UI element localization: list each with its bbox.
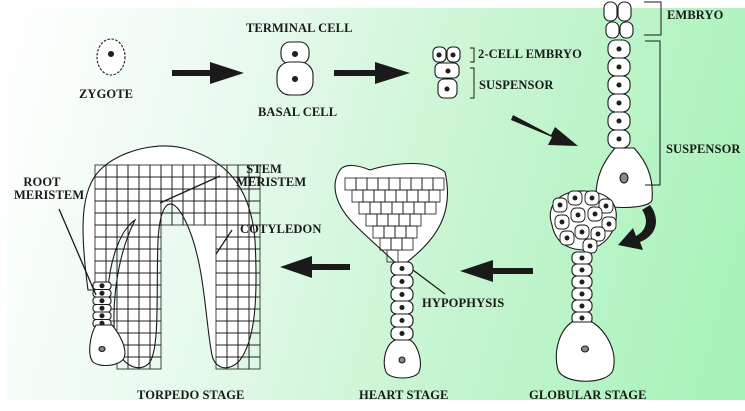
label-suspensor: SUSPENSOR bbox=[666, 142, 741, 156]
nucleus-icon bbox=[595, 231, 601, 237]
nucleus-icon bbox=[399, 291, 405, 298]
stem-meristem-pointer bbox=[159, 175, 221, 204]
arrow-right-icon bbox=[334, 62, 410, 84]
nucleus-icon bbox=[616, 118, 622, 124]
nucleus-icon bbox=[616, 100, 622, 106]
nucleus-icon bbox=[616, 82, 622, 88]
nucleus-icon bbox=[557, 202, 563, 208]
nucleus-icon bbox=[559, 219, 565, 225]
arrow-right-icon bbox=[172, 62, 244, 84]
label-terminal-cell: TERMINAL CELL bbox=[246, 21, 353, 35]
label-hypophysis: HYPOPHYSIS bbox=[422, 296, 505, 310]
globular-embryo bbox=[549, 190, 617, 382]
nucleus-icon bbox=[99, 283, 105, 289]
label-root-meristem: ROOT MERISTEM bbox=[14, 175, 85, 202]
zygote-cell bbox=[96, 38, 126, 76]
label-zygote: ZYGOTE bbox=[79, 87, 134, 101]
annotation-lines bbox=[58, 175, 446, 296]
arrow-curved-icon bbox=[618, 205, 656, 250]
heart-embryo bbox=[334, 163, 448, 379]
four-cell-embryo bbox=[432, 46, 461, 99]
nucleus-icon bbox=[399, 265, 405, 272]
cell bbox=[386, 249, 399, 263]
nucleus-icon bbox=[589, 195, 595, 201]
nucleus-icon bbox=[603, 203, 609, 209]
cell bbox=[171, 212, 184, 226]
nucleus-icon bbox=[99, 313, 105, 319]
cell bbox=[424, 201, 437, 215]
root-meristem-pointer bbox=[58, 208, 97, 296]
label-embryo: EMBRYO bbox=[667, 8, 724, 22]
nucleus-icon bbox=[399, 317, 405, 324]
nucleus-icon bbox=[579, 267, 585, 273]
nucleus-icon bbox=[606, 221, 612, 227]
proembryo-brackets bbox=[644, 1, 662, 186]
label-basal-cell: BASAL CELL bbox=[258, 105, 338, 119]
stage-arrows bbox=[172, 62, 656, 282]
nucleus-icon bbox=[579, 279, 585, 285]
nucleus-icon bbox=[399, 330, 405, 337]
nucleus-icon bbox=[592, 211, 598, 217]
cell bbox=[401, 237, 414, 251]
four-cell-brackets bbox=[470, 47, 475, 99]
arrow-left-icon bbox=[460, 260, 533, 282]
label-cotyledon: COTYLEDON bbox=[240, 222, 322, 236]
nucleus-icon bbox=[579, 229, 585, 235]
label-root-line1: ROOT bbox=[23, 175, 61, 189]
nucleus-icon bbox=[587, 243, 593, 249]
label-stem-meristem: STEM MERISTEM bbox=[236, 162, 307, 189]
two-cell-embryo bbox=[276, 41, 314, 96]
label-stem-line1: STEM bbox=[246, 162, 282, 176]
nucleus-icon bbox=[99, 290, 105, 296]
proembryo bbox=[595, 1, 653, 208]
nucleus-icon bbox=[99, 305, 105, 311]
nucleus-icon bbox=[99, 298, 105, 304]
cell bbox=[160, 212, 173, 226]
cell bbox=[248, 188, 261, 202]
label-suspensor-small: SUSPENSOR bbox=[479, 78, 554, 92]
nucleus-icon bbox=[564, 235, 570, 241]
torpedo-embryo bbox=[82, 145, 261, 370]
nucleus-icon bbox=[579, 291, 585, 297]
arrow-left-icon bbox=[280, 256, 350, 278]
label-heart-stage: HEART STAGE bbox=[359, 388, 449, 402]
nucleus-icon bbox=[579, 255, 585, 261]
nucleus-icon bbox=[616, 64, 622, 70]
hypophysis-pointer bbox=[412, 269, 446, 295]
label-globular-stage: GLOBULAR STAGE bbox=[529, 388, 647, 402]
nucleus-icon bbox=[572, 195, 578, 201]
nucleus-icon bbox=[579, 303, 585, 309]
label-2-cell-embryo: 2-CELL EMBRYO bbox=[478, 47, 582, 61]
nucleus-icon bbox=[399, 278, 405, 285]
cotyledon-pointer bbox=[215, 229, 233, 255]
cell bbox=[248, 344, 261, 358]
arrow-down-right-icon bbox=[511, 115, 578, 146]
top-margin bbox=[0, 0, 600, 8]
nucleus-icon bbox=[616, 136, 622, 142]
nucleus-icon bbox=[616, 46, 622, 52]
nucleus-icon bbox=[575, 212, 581, 218]
nucleus-icon bbox=[107, 50, 115, 58]
label-root-line2: MERISTEM bbox=[14, 188, 85, 202]
cell bbox=[149, 356, 162, 370]
label-torpedo-stage: TORPEDO STAGE bbox=[137, 388, 245, 402]
cell bbox=[248, 356, 261, 370]
label-stem-line2: MERISTEM bbox=[236, 175, 307, 189]
nucleus-icon bbox=[579, 315, 585, 321]
nucleus-icon bbox=[399, 304, 405, 311]
cell bbox=[248, 200, 261, 214]
